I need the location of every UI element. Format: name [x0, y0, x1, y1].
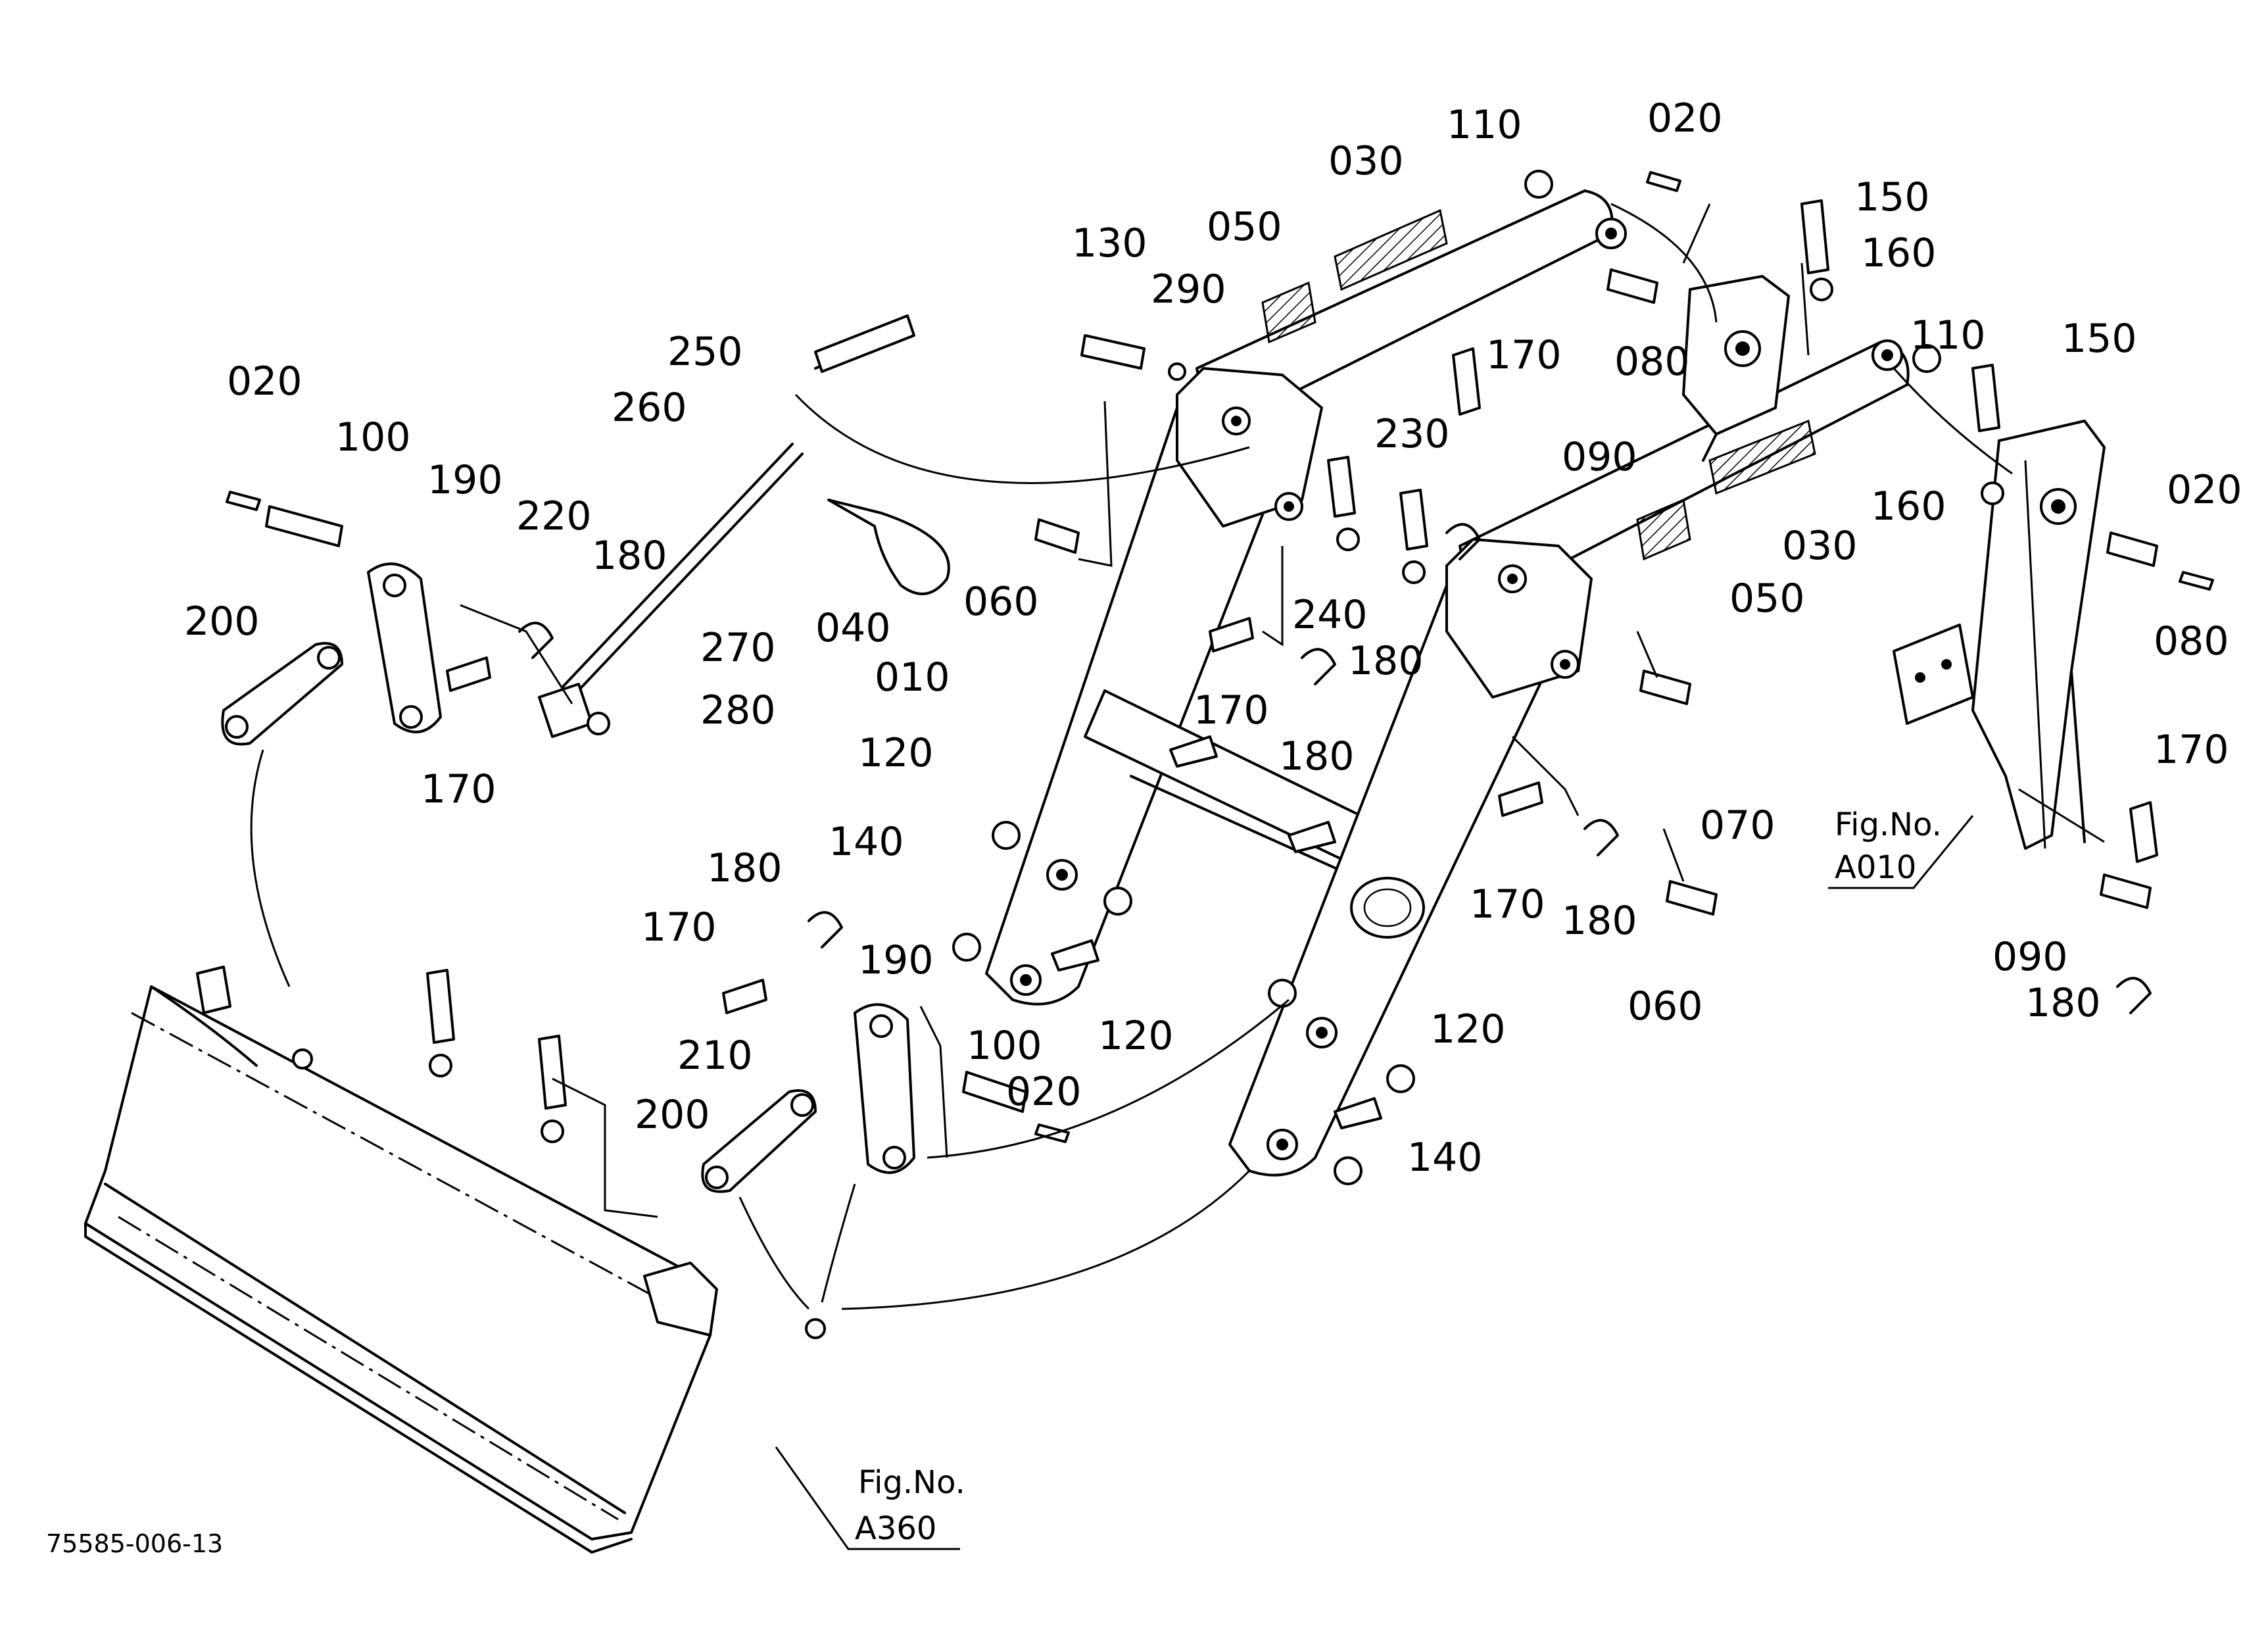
callout-170-c: 170: [641, 904, 717, 950]
callout-020-b: 020: [1647, 95, 1723, 141]
callout-150-b: 150: [2062, 316, 2137, 362]
callout-200-b: 200: [635, 1092, 710, 1138]
callout-180-e: 180: [1562, 898, 1637, 944]
bucket: [84, 966, 826, 1554]
drawing-code: 75585-006-13: [46, 1529, 223, 1558]
callout-140-b: 140: [1407, 1135, 1483, 1181]
callout-060-b: 060: [1628, 983, 1703, 1029]
loader-frame: [985, 189, 1910, 1177]
callout-120-a: 120: [858, 730, 934, 776]
link-200-lower: [701, 1089, 817, 1193]
fig-ref-a010-line1: Fig.No.: [1835, 806, 1942, 843]
callout-010: 010: [875, 654, 950, 701]
callout-150-a: 150: [1854, 174, 1930, 220]
level-rod: [538, 314, 915, 738]
callout-170-b: 170: [421, 766, 496, 812]
callout-020-a: 020: [227, 358, 302, 405]
left-mount-bracket: [1682, 275, 1790, 462]
decal-030-right: [1708, 419, 1816, 495]
fig-ref-a010: Fig.No. A010: [1828, 806, 1974, 889]
decal-030-left: [1334, 209, 1448, 291]
callout-020-c: 020: [2167, 467, 2242, 513]
link-190-lower: [854, 1003, 915, 1174]
link-190-upper: [367, 562, 442, 733]
link-200-upper: [221, 642, 343, 746]
callout-110-a: 110: [1447, 102, 1522, 148]
bucket-body: [84, 985, 712, 1540]
callout-100-a: 100: [335, 414, 411, 460]
decal-050-right: [1636, 498, 1691, 561]
callout-170-d: 170: [1194, 687, 1269, 733]
callout-170-a: 170: [1486, 332, 1562, 378]
callout-080-b: 080: [2154, 618, 2229, 664]
callout-050-b: 050: [1729, 576, 1805, 622]
callout-180-f: 180: [2025, 980, 2101, 1026]
fig-ref-a360: Fig.No. A360: [775, 1446, 965, 1550]
callout-100-b: 100: [967, 1023, 1042, 1069]
right-mount-bracket: [1893, 420, 2106, 850]
callout-070: 070: [1700, 802, 1775, 848]
callout-140-a: 140: [829, 819, 904, 865]
assembly-lines: [250, 203, 2105, 1310]
callout-120-c: 120: [1430, 1006, 1506, 1052]
callout-260: 260: [612, 385, 687, 431]
callout-290: 290: [1151, 266, 1226, 312]
callout-230: 230: [1374, 411, 1450, 457]
callout-210: 210: [677, 1033, 753, 1079]
callout-060-a: 060: [963, 579, 1039, 625]
callouts: 010 020 020 020 020 030 030 040 050 050 …: [184, 95, 2242, 1181]
callout-190-b: 190: [858, 937, 934, 983]
callout-160-a: 160: [1861, 230, 1937, 276]
callout-180-c: 180: [1348, 638, 1424, 684]
cable-tie: [827, 499, 950, 595]
callout-080-a: 080: [1614, 339, 1690, 385]
callout-250: 250: [667, 329, 743, 375]
fig-ref-a360-line2: A360: [855, 1510, 936, 1547]
pins-and-bolts: [226, 170, 2214, 1185]
callout-270: 270: [700, 625, 776, 671]
decal-050-left: [1261, 281, 1316, 344]
callout-130: 130: [1072, 220, 1147, 266]
callout-170-f: 170: [2154, 727, 2229, 773]
callout-170-e: 170: [1470, 881, 1545, 927]
callout-050-a: 050: [1207, 204, 1282, 250]
callout-180-d: 180: [1279, 733, 1355, 779]
decals: [1261, 209, 1816, 561]
fig-ref-a360-line1: Fig.No.: [858, 1464, 965, 1501]
callout-020-d: 020: [1006, 1069, 1082, 1115]
callout-160-b: 160: [1871, 483, 1946, 529]
callout-180-b: 180: [707, 845, 783, 891]
callout-110-b: 110: [1910, 312, 1986, 358]
upper-linkage: [221, 562, 442, 746]
callout-200-a: 200: [184, 599, 260, 645]
callout-090-a: 090: [1562, 434, 1637, 480]
callout-030-b: 030: [1782, 523, 1858, 569]
callout-240: 240: [1292, 592, 1368, 638]
callout-190-a: 190: [427, 457, 503, 503]
fig-ref-a010-line2: A010: [1835, 849, 1916, 886]
callout-120-b: 120: [1098, 1013, 1174, 1059]
callout-280: 280: [700, 687, 776, 733]
callout-180-a: 180: [592, 533, 667, 579]
lower-linkage: [701, 1003, 915, 1193]
callout-030-a: 030: [1328, 138, 1404, 184]
callout-220: 220: [516, 493, 592, 539]
callout-040: 040: [815, 605, 891, 651]
callout-090-b: 090: [1992, 934, 2068, 980]
